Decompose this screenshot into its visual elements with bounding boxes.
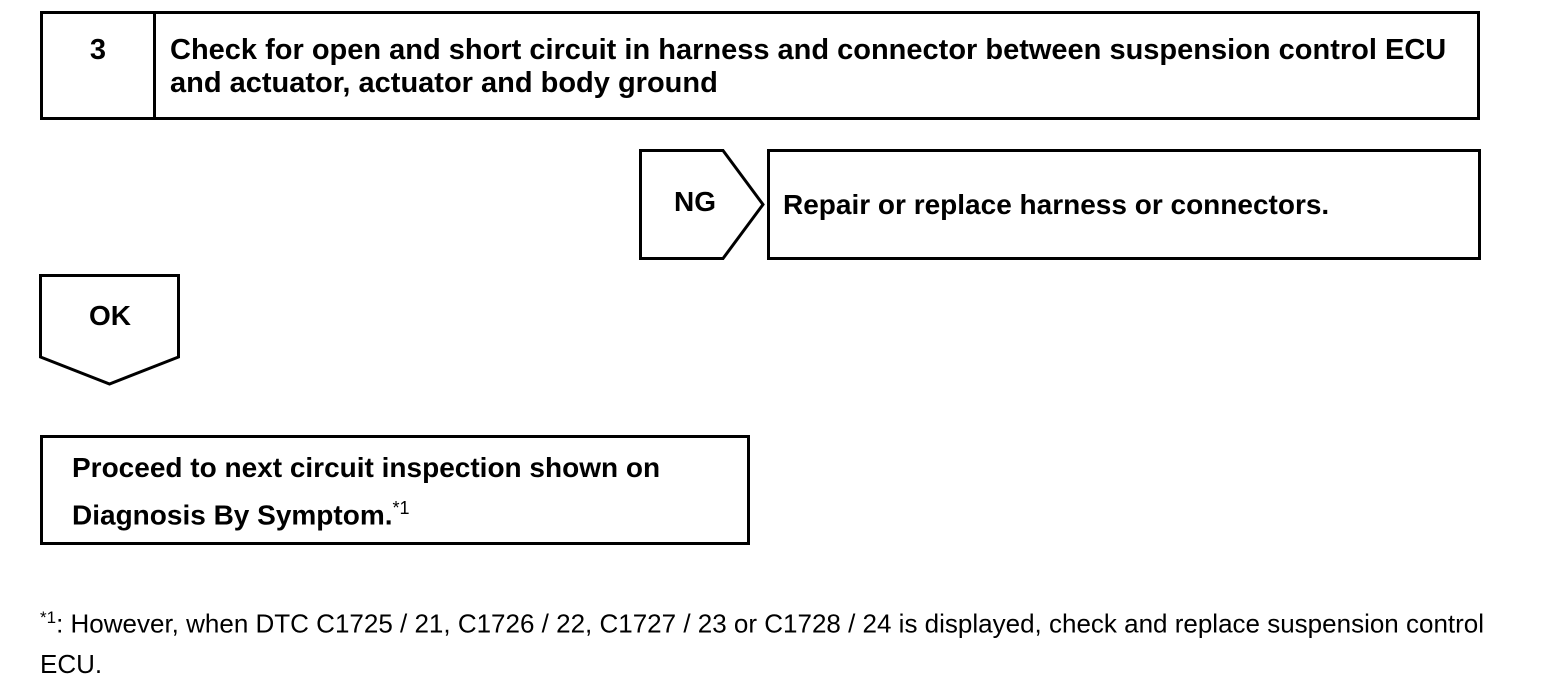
step-box: 3 Check for open and short circuit in ha… <box>40 11 1480 120</box>
ok-result-footnote-ref: *1 <box>392 498 410 518</box>
ok-arrow-shape <box>39 274 180 386</box>
ng-result-box: Repair or replace harness or connectors. <box>767 149 1481 260</box>
footnote-mark: *1 <box>40 608 57 627</box>
ng-label: NG <box>674 186 716 217</box>
step-number: 3 <box>89 34 107 66</box>
ok-result-label: Proceed to next circuit inspection shown… <box>72 452 661 531</box>
step-title: Check for open and short circuit in harn… <box>170 34 1447 99</box>
step-number-cell: 3 <box>43 14 156 117</box>
ng-arrow-shape <box>639 149 765 260</box>
footnote: *1: However, when DTC C1725 / 21, C1726 … <box>40 598 1540 684</box>
ok-label: OK <box>89 300 131 331</box>
ng-result-text: Repair or replace harness or connectors. <box>783 189 1330 220</box>
ok-result-box: Proceed to next circuit inspection shown… <box>40 435 750 545</box>
footnote-text: : However, when DTC C1725 / 21, C1726 / … <box>40 608 1485 679</box>
ok-result-text: Proceed to next circuit inspection shown… <box>72 448 737 535</box>
